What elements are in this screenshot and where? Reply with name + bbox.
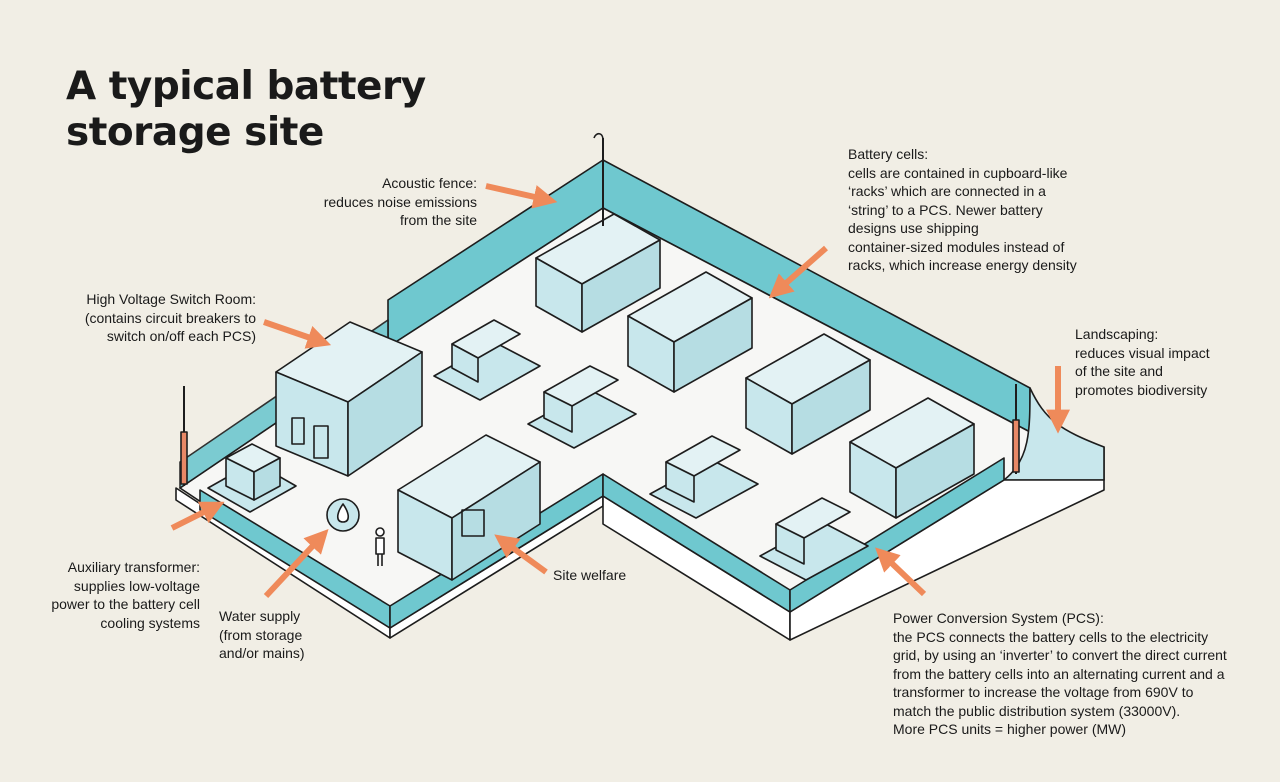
label-landscaping: Landscaping: reduces visual impact of th… (1075, 325, 1210, 399)
auxiliary-transformer (207, 443, 297, 513)
battery-rack-4 (849, 397, 975, 519)
battery-rack-2 (627, 271, 753, 393)
pcs-unit-4 (759, 497, 869, 581)
label-line: ‘racks’ which are connected in a (848, 183, 1046, 199)
label-line: switch on/off each PCS) (106, 328, 256, 344)
label-line: match the public distribution system (33… (893, 702, 1181, 719)
label-line: power to the battery cell (51, 596, 200, 612)
arrow-water-supply (263, 528, 329, 599)
label-heading: Battery cells: (848, 146, 929, 162)
light-pole-icon (180, 132, 1020, 486)
label-line: cooling systems (100, 614, 200, 631)
label-line: from the battery cells into an alternati… (893, 665, 1225, 682)
label-line: from the site (399, 212, 477, 228)
label-water-supply: Water supply (from storage and/or mains) (219, 607, 305, 663)
label-heading: Site welfare (553, 567, 627, 583)
site-welfare-cabin (397, 434, 541, 581)
label-line: promotes biodiversity (1075, 381, 1208, 398)
label-line: (from storage (219, 626, 303, 643)
label-aux-transformer: Auxiliary transformer: supplies low-volt… (30, 558, 200, 632)
arrow-acoustic-fence (485, 183, 558, 209)
pcs-unit-3 (649, 435, 759, 519)
pcs-unit-2 (527, 365, 637, 449)
pcs-unit-1 (433, 319, 541, 401)
label-line: of the site and (1075, 363, 1163, 379)
label-line: reduces visual impact (1075, 344, 1210, 361)
person-icon (375, 527, 385, 566)
front-fence-right2 (789, 457, 1005, 613)
label-line: cells are contained in cupboard-like (848, 164, 1068, 181)
label-heading: Power Conversion System (PCS): (893, 610, 1104, 626)
label-line: container-sized modules instead of (848, 238, 1065, 255)
label-line: transformer to increase the voltage from… (893, 684, 1194, 700)
label-line: More PCS units = higher power (MW) (893, 721, 1127, 737)
label-line: reduces noise emissions (323, 193, 477, 210)
label-heading: High Voltage Switch Room: (86, 291, 256, 307)
arrow-aux-transformer (170, 501, 225, 531)
arrow-site-welfare (494, 534, 548, 575)
label-line: racks, which increase energy density (848, 257, 1077, 273)
battery-rack-1 (535, 213, 661, 333)
label-line: designs use shipping (848, 220, 979, 236)
label-line: (contains circuit breakers to (84, 309, 256, 326)
hv-switch-room (275, 321, 423, 477)
label-pcs: Power Conversion System (PCS): the PCS c… (893, 609, 1227, 739)
label-line: and/or mains) (219, 645, 305, 661)
label-acoustic-fence: Acoustic fence: reduces noise emissions … (290, 174, 477, 230)
arrow-battery-cells (768, 245, 828, 299)
label-battery-cells: Battery cells: cells are contained in cu… (848, 145, 1077, 275)
label-line: ‘string’ to a PCS. Newer battery (848, 201, 1043, 218)
label-line: supplies low-voltage (73, 577, 200, 594)
page-title: A typical battery storage site (66, 64, 426, 156)
label-heading: Landscaping: (1075, 326, 1159, 342)
label-hv-switch-room: High Voltage Switch Room: (contains circ… (60, 290, 256, 346)
water-drop-icon (326, 498, 360, 532)
title-line-2: storage site (66, 110, 324, 155)
label-heading: Auxiliary transformer: (67, 559, 200, 575)
label-site-welfare: Site welfare (553, 566, 626, 585)
title-line-1: A typical battery (66, 64, 426, 109)
arrow-pcs (875, 547, 927, 597)
label-line: the PCS connects the battery cells to th… (893, 628, 1209, 645)
arrow-hv-switch-room (263, 319, 332, 349)
label-heading: Acoustic fence: (382, 175, 477, 191)
label-heading: Water supply (219, 608, 301, 624)
battery-rack-3 (745, 333, 871, 455)
label-line: grid, by using an ‘inverter’ to convert … (893, 647, 1227, 663)
